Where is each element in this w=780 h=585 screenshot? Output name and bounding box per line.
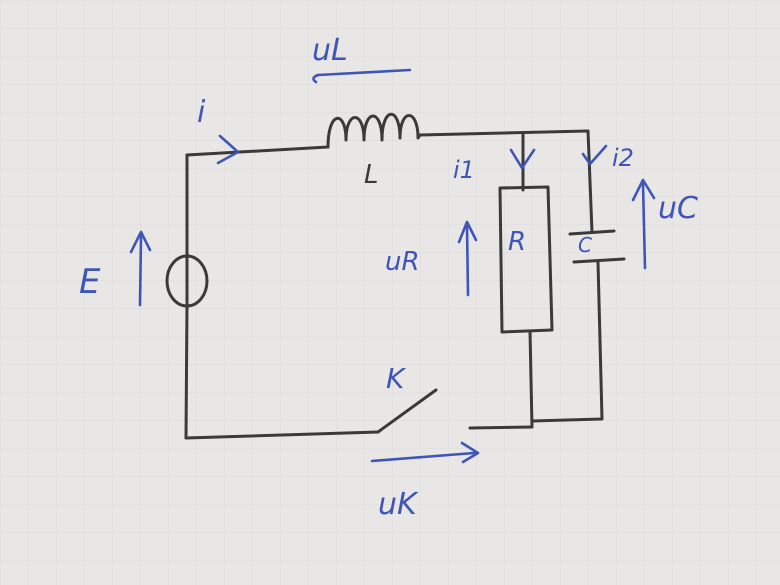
wires xyxy=(184,112,626,440)
label-voltage-uc: uC xyxy=(658,191,698,226)
wire-top-right xyxy=(418,129,590,137)
wire-top-left xyxy=(185,145,330,157)
inductor-coil xyxy=(326,112,422,149)
arrow-ul-line xyxy=(316,68,412,77)
label-switch-k: K xyxy=(386,362,407,395)
arrow-i-icon xyxy=(216,134,240,165)
wire-c-top xyxy=(586,129,594,234)
wire-bottom-left xyxy=(184,430,380,440)
label-capacitor-c: C xyxy=(578,233,592,257)
wire-r-bottom xyxy=(528,329,534,429)
wire-c-bottom xyxy=(530,260,604,423)
label-voltage-ul: uL xyxy=(312,33,348,68)
wire-left-lower xyxy=(184,301,189,440)
arrow-i2-icon xyxy=(581,144,608,166)
switch-blade xyxy=(376,388,438,434)
capacitor-plate-top xyxy=(568,229,616,236)
capacitor-plate-bottom xyxy=(572,257,626,264)
label-current-i2: i2 xyxy=(612,144,634,172)
arrow-uk-head-icon xyxy=(460,441,480,464)
label-inductor-l: L xyxy=(364,160,379,190)
annotations xyxy=(129,68,656,464)
arrow-e-line xyxy=(138,234,143,307)
label-current-i1: i1 xyxy=(453,156,475,184)
arrow-i1-icon xyxy=(509,148,536,170)
arrow-ul-tail xyxy=(312,73,320,84)
wire-bottom-right xyxy=(468,425,534,430)
voltage-source xyxy=(165,254,209,308)
label-voltage-ur: uR xyxy=(385,247,420,277)
arrow-uc-head-icon xyxy=(631,178,656,202)
label-current-i: i xyxy=(197,95,206,130)
arrow-e-head-icon xyxy=(129,230,152,254)
arrow-ur-line xyxy=(465,224,470,297)
resistor-body xyxy=(498,185,554,334)
arrow-uk-line xyxy=(370,451,476,463)
label-source-e: E xyxy=(79,262,101,302)
label-resistor-r: R xyxy=(508,227,526,257)
arrow-ur-head-icon xyxy=(457,220,478,244)
arrow-uc-line xyxy=(641,182,647,270)
label-voltage-uk: uK xyxy=(378,487,419,522)
